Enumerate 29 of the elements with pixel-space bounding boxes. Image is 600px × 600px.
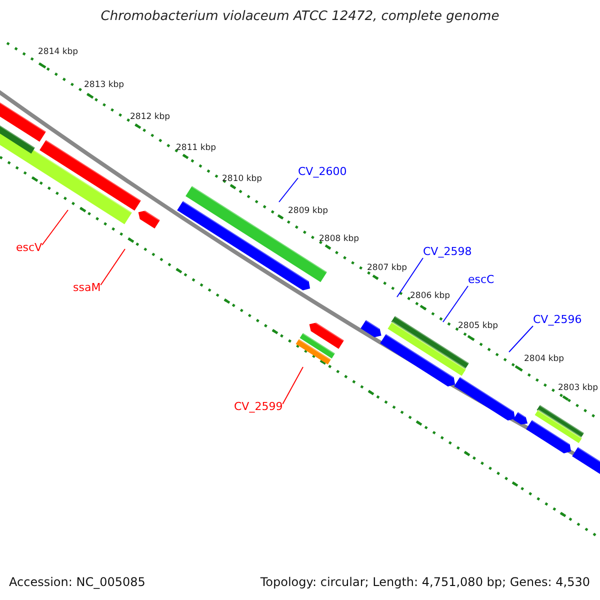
scale-label: 2810 kbp	[222, 175, 262, 184]
gene-label: CV_2596	[533, 313, 582, 326]
title: Chromobacterium violaceum ATCC 12472, complete genome	[100, 9, 500, 24]
leader-line	[100, 248, 126, 286]
scale-label: 2804 kbp	[524, 355, 564, 364]
leader-line	[278, 178, 298, 202]
scale-label: 2806 kbp	[410, 292, 450, 300]
scale-label: 2807 kbp	[367, 264, 408, 272]
leader-line	[442, 286, 468, 322]
scale-label: 2805 kbp	[458, 322, 498, 330]
gene-label: escC	[468, 273, 494, 286]
scale-label: 2808 kbp	[319, 235, 360, 244]
gene-label: escV	[16, 241, 42, 254]
leader-line	[396, 258, 424, 298]
scale-label: 2803 kbp	[558, 384, 598, 392]
scale-label: 2813 kbp	[84, 81, 124, 90]
leader-line	[508, 326, 534, 352]
footer-note: Accession: NC_005085	[9, 575, 146, 589]
leader-line	[42, 210, 68, 246]
footer-note: Topology: circular; Length: 4,751,080 bp; Genes: 4,530	[260, 575, 590, 589]
scale-label: 2812 kbp	[130, 113, 170, 122]
gene-label: CV_2599	[234, 400, 283, 413]
scale-label: 2814 kbp	[38, 48, 78, 56]
scale-label: 2811 kbp	[176, 144, 216, 152]
gene-label: CV_2598	[423, 245, 472, 258]
gene-label: ssaM	[73, 281, 101, 294]
gene-label: CV_2600	[298, 165, 347, 178]
leader-line	[282, 366, 304, 404]
scale-label: 2809 kbp	[288, 207, 328, 216]
